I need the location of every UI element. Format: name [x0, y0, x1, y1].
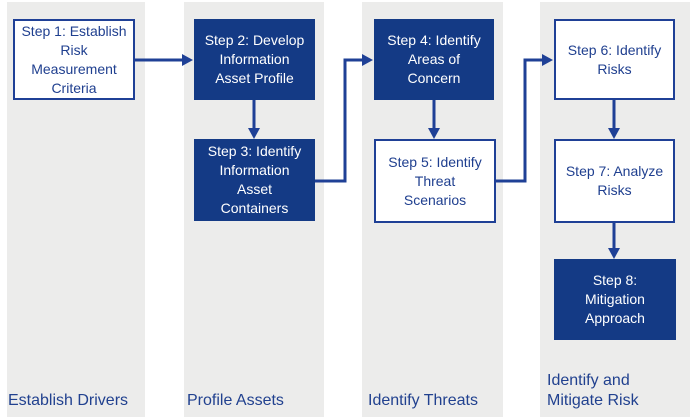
step-3-box: Step 3: Identify Information Asset Conta…	[194, 139, 315, 221]
step-2-label: Step 2: Develop Information Asset Profil…	[204, 32, 305, 86]
step-8-box: Step 8: Mitigation Approach	[554, 259, 676, 340]
step-1-box: Step 1: Establish Risk Measurement Crite…	[13, 19, 135, 100]
step-4-box: Step 4: Identify Areas of Concern	[374, 19, 494, 100]
step-2-box: Step 2: Develop Information Asset Profil…	[194, 19, 315, 100]
phase-label-establish-drivers: Establish Drivers	[8, 392, 129, 409]
step-5-label: Step 5: Identify Threat Scenarios	[388, 153, 482, 208]
step-5-box: Step 5: Identify Threat Scenarios	[374, 139, 496, 223]
step-3-label: Step 3: Identify Information Asset Conta…	[207, 143, 302, 216]
step-7-box: Step 7: Analyze Risks	[554, 139, 675, 223]
step-6-label: Step 6: Identify Risks	[567, 41, 662, 77]
step-8-label: Step 8: Mitigation Approach	[585, 272, 645, 326]
step-6-box: Step 6: Identify Risks	[554, 19, 675, 100]
step-7-label: Step 7: Analyze Risks	[565, 163, 664, 198]
step-1-label: Step 1: Establish Risk Measurement Crite…	[21, 22, 127, 96]
phase-label-identify-threats: Identify Threats	[368, 392, 478, 409]
step-4-label: Step 4: Identify Areas of Concern	[387, 32, 481, 86]
phase-label-identify-and-mitigate-risk: Identify and Mitigate Risk	[547, 372, 639, 409]
phase-label-profile-assets: Profile Assets	[187, 392, 284, 409]
